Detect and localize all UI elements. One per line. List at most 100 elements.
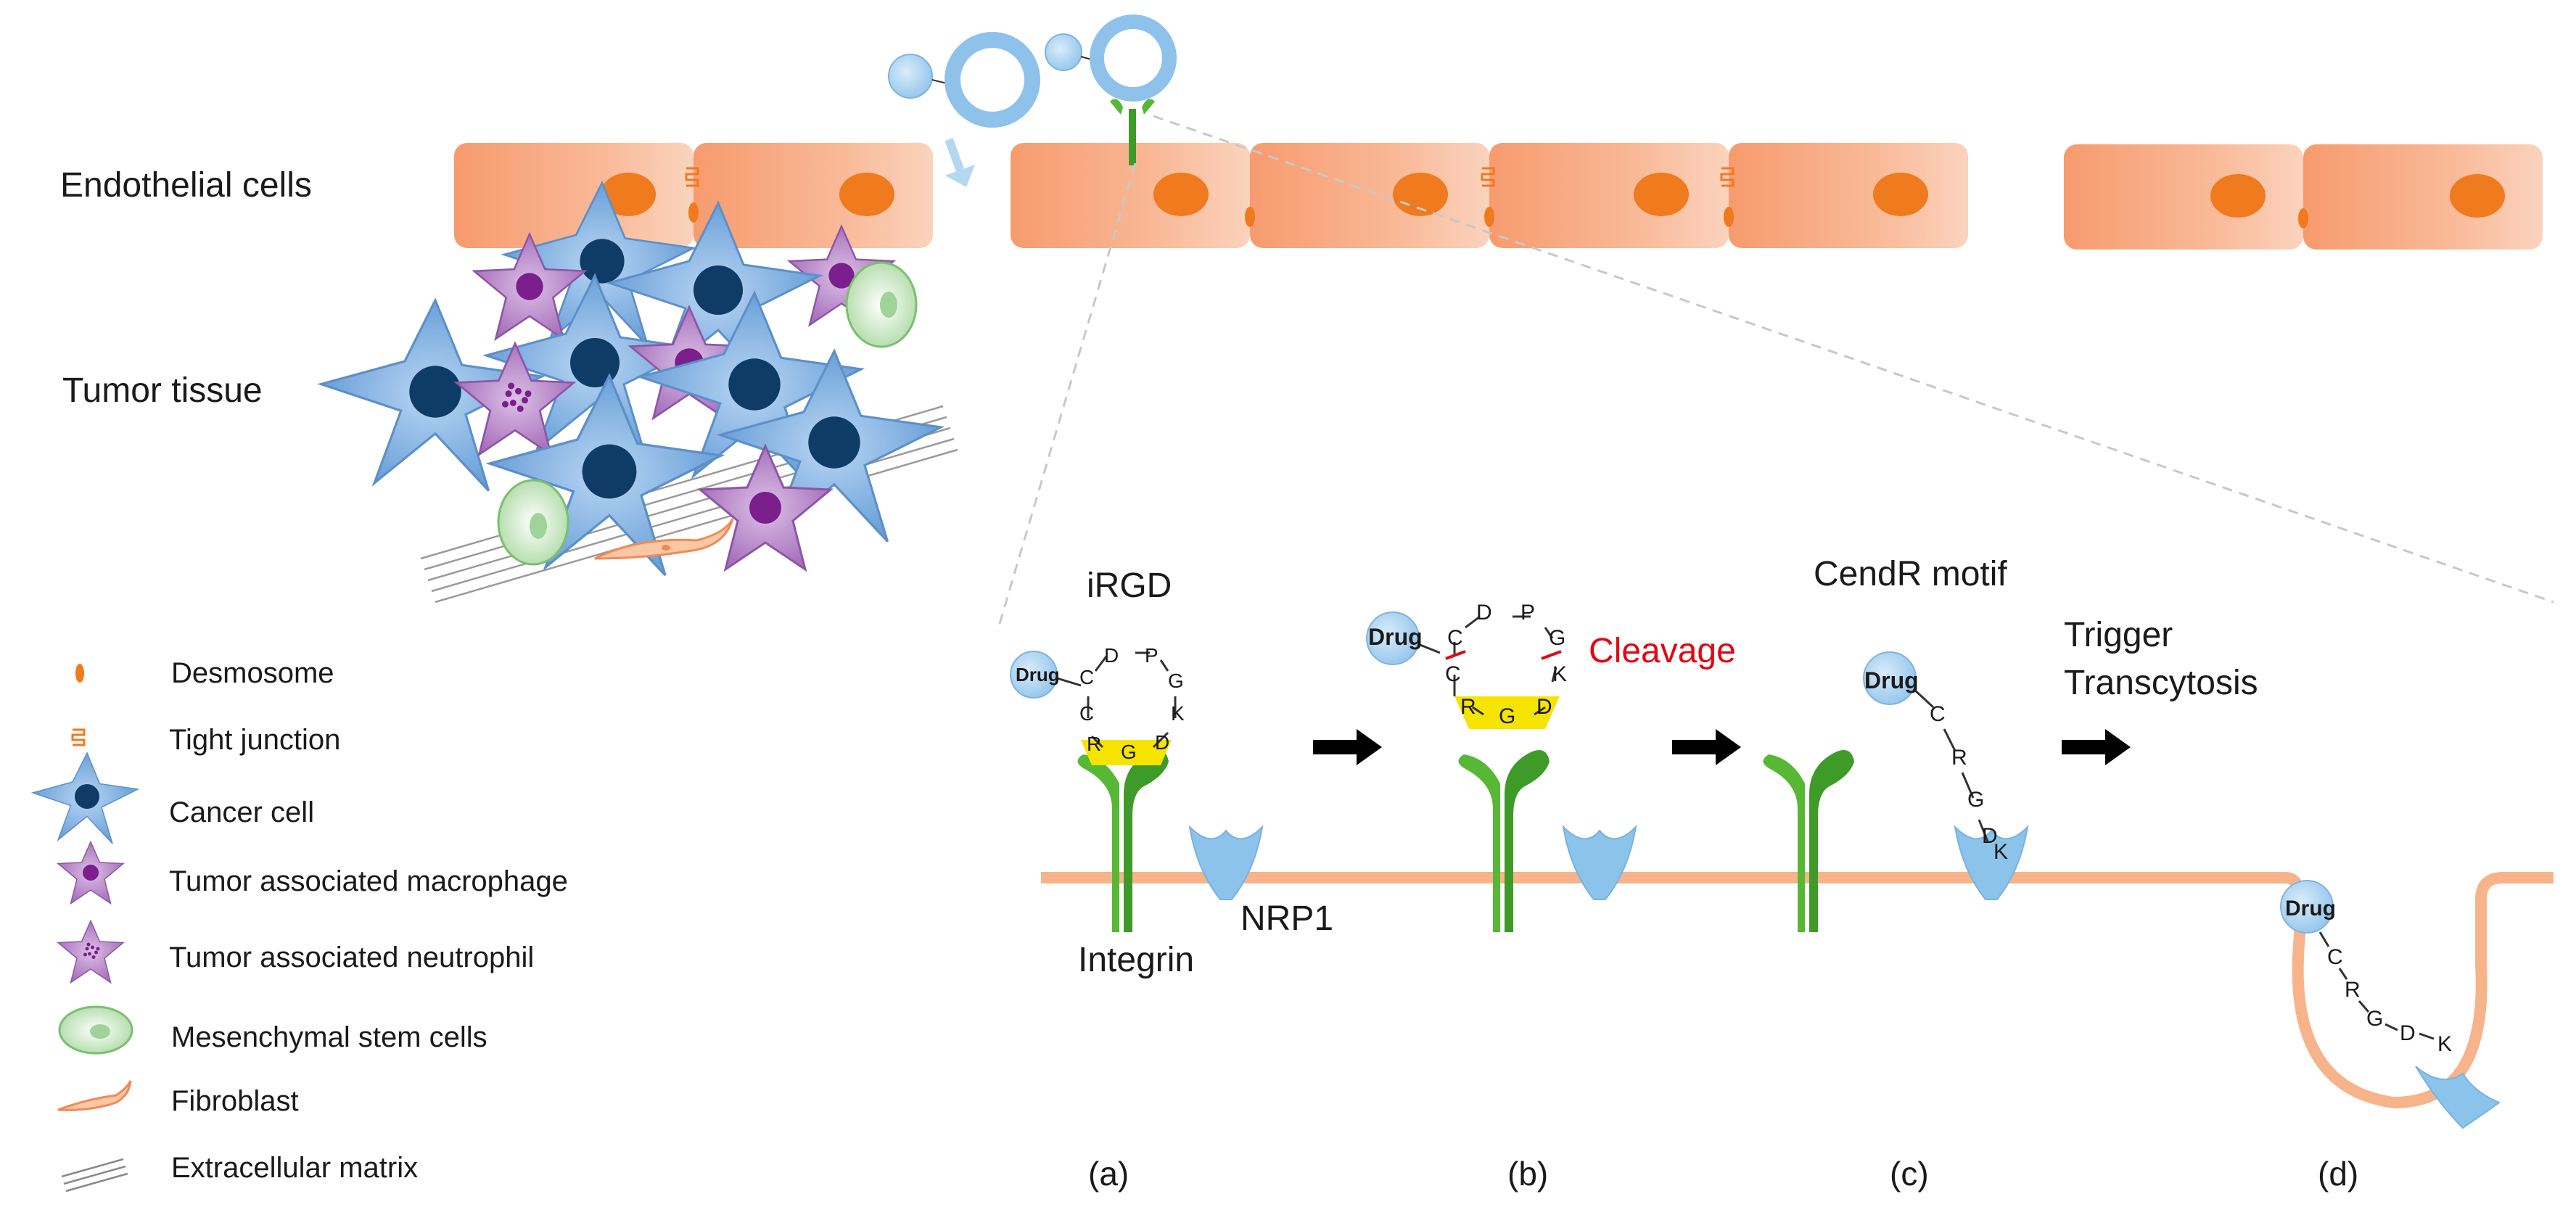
drug-label: Drug (1864, 667, 1919, 693)
residue-r: R (1087, 733, 1102, 755)
residue-c: C (2327, 945, 2343, 969)
residue-c: C (1079, 666, 1095, 688)
residue-k: K (1552, 662, 1568, 686)
endothelial-nucleus (839, 173, 894, 216)
rgd-motif (1454, 696, 1560, 729)
residue-d: D (1104, 644, 1119, 667)
endothelial-nucleus (2210, 174, 2266, 218)
drug-icon (1366, 611, 1420, 665)
residue-r: R (2345, 978, 2361, 1002)
residue-c: C (1079, 702, 1095, 725)
cleavage-mark (1445, 650, 1466, 660)
tight-junction-icon (71, 728, 86, 746)
panel-a-label: (a) (1088, 1155, 1129, 1193)
endothelial-cell (454, 143, 694, 248)
residue-r: R (1951, 746, 1967, 770)
residue-r: R (1460, 695, 1476, 719)
residue-p: P (1521, 601, 1536, 625)
cleavage-mark (1541, 650, 1562, 660)
legend-label: Cancer cell (169, 796, 315, 828)
residue-g: G (1168, 670, 1184, 692)
legend-label: Desmosome (171, 657, 334, 689)
matrix-icon (61, 1158, 128, 1193)
endothelial-cell (1011, 143, 1250, 248)
macrophage-icon (57, 841, 124, 905)
residue-g: G (1967, 788, 1985, 812)
endothelial-layer (454, 143, 2543, 250)
cancer-cell-icon (32, 752, 139, 844)
residue-k: K (1993, 840, 2009, 864)
step-arrows (1313, 729, 2131, 765)
panel-d-graphic (2280, 880, 2501, 1129)
residue-d: D (1982, 824, 1998, 848)
endothelial-nucleus (601, 173, 656, 216)
residue-d: D (2400, 1021, 2416, 1045)
tumor-cluster (319, 181, 958, 604)
residue-p: P (1145, 644, 1159, 667)
drug-label: Drug (2285, 897, 2336, 920)
legend-label: Tight junction (169, 724, 341, 756)
fibroblast-icon (57, 1080, 132, 1111)
endothelial-cell (2303, 144, 2543, 250)
endothelial-label: Endothelial cells (60, 166, 312, 205)
endothelial-cell (1489, 143, 1729, 248)
endothelial-cell (1729, 143, 1968, 248)
endothelial-cell (1250, 143, 1489, 248)
legend-label: Tumor associated neutrophil (169, 942, 535, 973)
residue-d: D (1536, 695, 1552, 719)
panel-b-graphic (1366, 611, 1637, 932)
irgd-label: iRGD (1087, 567, 1172, 605)
drug-label: Drug (1016, 664, 1060, 685)
entry-arrow (945, 138, 976, 187)
step-arrow (1672, 729, 1741, 765)
legend-label: Mesenchymal stem cells (171, 1021, 487, 1053)
residue-g: G (2366, 1007, 2384, 1031)
residue-c: C (1447, 626, 1463, 650)
integrin-icon (1077, 749, 1169, 932)
cleavage-label: Cleavage (1589, 632, 1736, 670)
step-arrow (2062, 729, 2131, 765)
residue-c: C (1930, 702, 1946, 726)
tight-junction-icon (685, 167, 1735, 187)
integrin-icon (1763, 749, 1854, 932)
nrp1-icon (1563, 826, 1637, 900)
residue-g: G (1549, 626, 1566, 650)
endothelial-nucleus (1153, 173, 1209, 216)
residue-k: K (1171, 702, 1185, 725)
drug-particle-right (1045, 15, 1177, 165)
rgd-motif (1081, 740, 1172, 765)
drug-icon (1010, 651, 1058, 699)
endothelial-nucleus (2450, 174, 2505, 218)
endothelial-cell (694, 143, 933, 248)
desmosome-icon (75, 664, 84, 683)
integrin-icon (1458, 749, 1550, 932)
panel-b-label: (b) (1507, 1155, 1549, 1193)
residue-d: D (1155, 731, 1170, 754)
fibroblast-icon (594, 518, 734, 560)
neutrophil-icon (57, 920, 124, 984)
endothelial-nucleus (1873, 173, 1928, 216)
legend-label: Tumor associated macrophage (169, 865, 568, 897)
nrp1-label: NRP1 (1240, 899, 1334, 938)
tumor-label: Tumor tissue (62, 371, 263, 410)
integrin-label: Integrin (1078, 941, 1195, 979)
panel-c-graphic (1763, 651, 2028, 932)
legend-label: Fibroblast (171, 1085, 299, 1117)
legend-label: Extracellular matrix (171, 1152, 419, 1184)
endothelial-nucleus (1634, 173, 1689, 216)
transcytosis-label: Transcytosis (2064, 664, 2258, 702)
panel-a-graphic (1010, 651, 1263, 932)
desmosome-icon (688, 202, 2308, 228)
panel-d-label: (d) (2318, 1155, 2359, 1193)
drug-icon (2280, 880, 2334, 934)
residue-g: G (1499, 704, 1516, 728)
cendr-label: CendR motif (1814, 555, 2007, 593)
residue-g: G (1121, 741, 1137, 763)
residue-c: C (1445, 662, 1461, 686)
zoom-guide (996, 162, 1137, 632)
legend-icons (32, 664, 139, 1193)
trigger-label: Trigger (2064, 616, 2173, 654)
nrp1-icon (1189, 826, 1263, 900)
panel-c-label: (c) (1890, 1155, 1929, 1193)
endothelial-nucleus (1393, 173, 1448, 216)
